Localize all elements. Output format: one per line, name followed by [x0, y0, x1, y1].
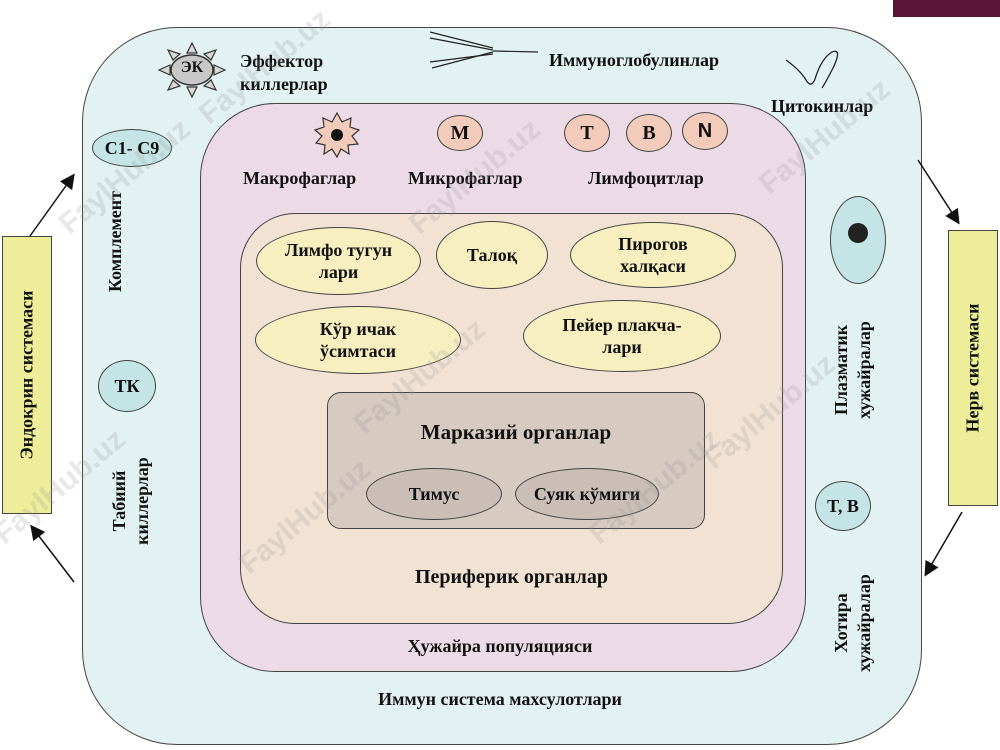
arrow-immune-to-endocrine — [30, 524, 75, 583]
cell-population-title: Ҳужайра популяцияси — [407, 636, 593, 656]
cytokines-label: Цитокинлар — [771, 96, 874, 116]
n-lymphocyte-badge: N — [682, 112, 728, 150]
peyer-line1: Пейер плакча- — [562, 314, 682, 335]
lymph-nodes-organ: Лимфо тугун лари — [256, 227, 421, 295]
appendix-line1: Кўр ичак — [319, 318, 397, 339]
pirogov-line2: халқаси — [620, 256, 686, 276]
t-lymphocyte-badge: T — [564, 114, 610, 152]
memory-tb-badge: T, B — [815, 481, 871, 531]
central-organs-title: Марказий органлар — [420, 420, 612, 444]
pirogov-line1: Пирогов — [618, 233, 688, 254]
bone-marrow-organ: Суяк кўмиги — [515, 468, 659, 520]
natural-killers-label: Табиий киллерлар — [108, 453, 158, 549]
effector-killers-label: Эффектор киллерлар — [240, 50, 328, 97]
cytokine-icon — [785, 50, 839, 89]
memory-cells-line2: хужайралар — [854, 574, 875, 672]
microphages-label: Микрофаглар — [408, 168, 523, 188]
appendix-line2: ўсимтаси — [319, 341, 397, 361]
natural-killers-line2: киллерлар — [132, 457, 153, 545]
endocrine-system-box: Эндокрин системаси — [2, 236, 52, 514]
natural-killer-badge: ТК — [98, 360, 156, 412]
arrow-endocrine-to-immune — [29, 173, 75, 237]
plasma-cell-icon — [830, 196, 886, 284]
thymus-organ: Тимус — [366, 468, 502, 520]
lymph-nodes-line2: лари — [318, 262, 359, 282]
natural-killers-line1: Табиий — [109, 470, 129, 532]
lymph-nodes-line1: Лимфо тугун — [284, 239, 393, 260]
memory-cells-line1: Хотира — [831, 593, 851, 653]
peyer-line2: лари — [602, 337, 642, 357]
effector-killer-badge: ЭК — [180, 59, 204, 76]
microphage-badge: M — [437, 115, 483, 151]
immunoglobulins-label: Иммуноглобулинлар — [549, 50, 720, 70]
nervous-system-box: Нерв системаси — [948, 230, 998, 506]
immune-products-title: Иммун система махсулотлари — [378, 689, 622, 709]
appendix-organ: Кўр ичак ўсимтаси — [255, 306, 461, 374]
b-lymphocyte-badge: B — [626, 114, 672, 152]
plasma-cells-line2: хужайралар — [854, 321, 875, 419]
spleen-organ: Талоқ — [436, 221, 548, 289]
peripheral-organs-title: Периферик органлар — [414, 566, 609, 588]
memory-cells-label: Хотира хужайралар — [830, 568, 880, 678]
lymphocytes-label: Лимфоцитлар — [588, 168, 704, 188]
immunoglobulin-icon — [429, 31, 539, 69]
peyer-patches-organ: Пейер плакча- лари — [523, 300, 721, 372]
macrophage-icon — [313, 111, 361, 159]
pirogov-ring-organ: Пирогов халқаси — [570, 222, 736, 288]
arrow-nervous-to-immune — [924, 511, 963, 577]
corner-accent-bar — [893, 0, 1000, 17]
effector-killer-icon — [157, 41, 227, 99]
arrow-immune-to-nervous — [917, 159, 960, 225]
macrophages-label: Макрофаглар — [243, 168, 357, 188]
effector-killers-line1: Эффектор — [240, 51, 324, 71]
complement-badge: C1- C9 — [92, 129, 172, 167]
effector-killers-line2: киллерлар — [240, 74, 328, 95]
